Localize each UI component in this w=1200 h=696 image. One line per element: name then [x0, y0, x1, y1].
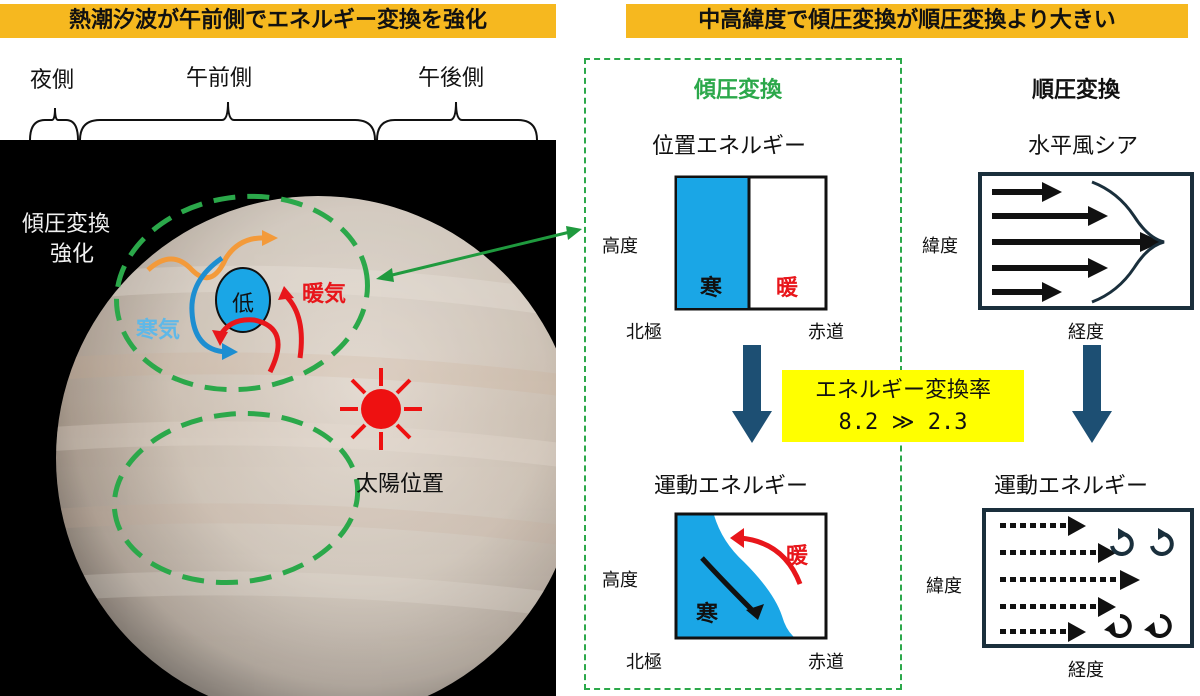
barotropic-down-arrow [1072, 345, 1112, 443]
kinetic-equator-label: 赤道 [808, 652, 844, 673]
orange-swirl-arrow [146, 235, 269, 281]
shear-profile-curve [1091, 180, 1165, 304]
left-banner: 熱潮汐波が午前側でエネルギー変換を強化 [0, 4, 556, 38]
section-afternoon-label: 午後側 [418, 66, 485, 91]
eddy-bottom-left [1108, 614, 1132, 638]
barotropic-heading: 順圧変換 [1032, 78, 1121, 103]
section-night-label: 夜側 [30, 68, 75, 93]
cold-air-label: 寒気 [136, 318, 181, 343]
barotropic-kinetic-title: 運動エネルギー [994, 474, 1149, 499]
kinetic-longitude-label: 経度 [1068, 660, 1104, 681]
baroclinic-down-arrow [732, 345, 772, 443]
sun-position-label: 太陽位置 [356, 472, 445, 497]
section-braces [29, 101, 538, 141]
wind-shear-box [978, 172, 1194, 310]
lower-dashed-ellipse [111, 410, 361, 586]
brace-night [29, 107, 79, 141]
wind-shear-title: 水平風シア [1028, 134, 1139, 159]
kinetic-latitude-label: 緯度 [926, 576, 962, 597]
potential-north-pole-label: 北極 [626, 322, 662, 343]
red-warm-arrow-2 [284, 294, 304, 359]
low-pressure-ellipse [215, 267, 271, 333]
cold-block [677, 178, 749, 308]
baroclinic-kinetic-box [674, 512, 828, 640]
sun-icon [340, 368, 422, 450]
blue-cold-arrow [189, 255, 227, 355]
kinetic-north-pole-label: 北極 [626, 652, 662, 673]
eddy-top-left [1110, 532, 1134, 556]
kinetic-altitude-label: 高度 [602, 570, 638, 591]
brace-morning [79, 101, 376, 141]
potential-energy-box [674, 175, 828, 311]
conversion-rate-values: 8.2 ≫ 2.3 [838, 410, 968, 435]
warm-air-label: 暖気 [302, 282, 347, 307]
kinetic-cold-label: 寒 [696, 602, 719, 627]
red-warm-arrow-1 [217, 317, 281, 374]
shear-latitude-label: 緯度 [922, 236, 958, 257]
baroclinic-kinetic-title: 運動エネルギー [654, 474, 809, 499]
potential-altitude-label: 高度 [602, 236, 638, 257]
connector-arrow [376, 226, 582, 282]
conversion-rate-box: エネルギー変換率 8.2 ≫ 2.3 [782, 370, 1024, 442]
shear-longitude-label: 経度 [1068, 322, 1104, 343]
annotation-baroclinic: 傾圧変換 [22, 212, 111, 237]
potential-equator-label: 赤道 [808, 322, 844, 343]
cold-slope-region [677, 515, 794, 637]
low-pressure-label: 低 [232, 292, 255, 317]
barotropic-kinetic-box [982, 508, 1194, 648]
potential-warm-label: 暖 [776, 276, 799, 301]
potential-energy-title: 位置エネルギー [652, 134, 807, 159]
conversion-rate-title: エネルギー変換率 [814, 378, 991, 403]
kinetic-warm-label: 暖 [786, 544, 809, 569]
cold-sinking-arrow [700, 556, 756, 614]
annotation-enhanced: 強化 [50, 242, 95, 267]
venus-image [0, 140, 556, 696]
eddy-top-right [1150, 532, 1174, 556]
potential-cold-label: 寒 [700, 276, 723, 301]
upper-dashed-ellipse [114, 193, 370, 393]
warm-rising-arrow [739, 535, 803, 585]
section-morning-label: 午前側 [186, 66, 253, 91]
eddy-bottom-right [1148, 614, 1172, 638]
brace-afternoon [376, 101, 538, 141]
right-banner: 中高緯度で傾圧変換が順圧変換より大きい [626, 4, 1188, 38]
baroclinic-heading: 傾圧変換 [694, 78, 783, 103]
